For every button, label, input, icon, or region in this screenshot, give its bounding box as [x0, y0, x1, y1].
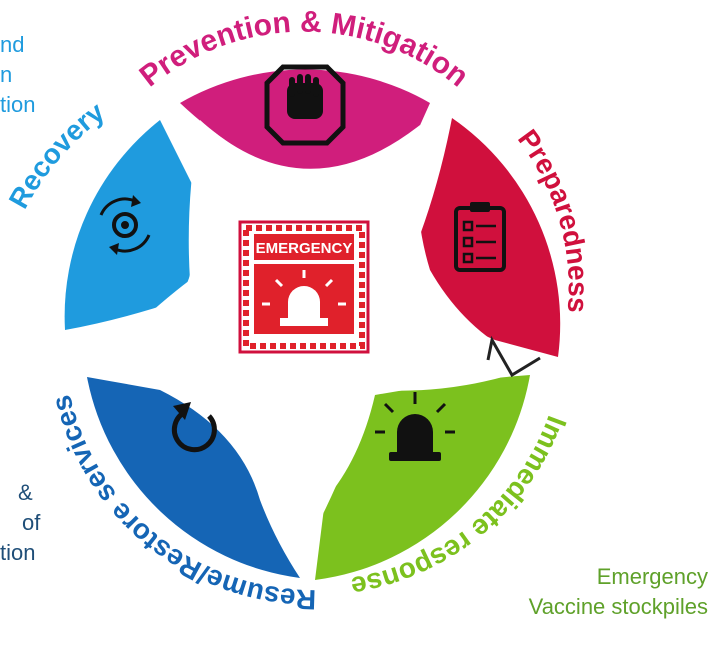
left-lower-line: tion — [0, 540, 36, 565]
left-upper-line: nd — [0, 32, 25, 57]
siren-icon — [375, 392, 455, 461]
connector-mark — [486, 335, 541, 378]
emergency-label: EMERGENCY — [256, 240, 353, 257]
checklist-clipboard-icon — [454, 202, 506, 272]
right-text: Emergency Vaccine stockpiles — [529, 562, 708, 622]
right-line: Vaccine stockpiles — [528, 594, 708, 619]
segment-prevention — [180, 69, 430, 183]
left-upper-text: nd n tion — [0, 30, 35, 120]
segment-preparedness — [420, 118, 561, 357]
gear-cycle-icon — [99, 195, 151, 255]
left-lower-line: & — [18, 480, 33, 505]
segment-resume — [87, 377, 300, 578]
left-lower-text: & of tion — [0, 478, 40, 568]
cycle-ring — [64, 69, 561, 580]
emergency-siren-sign-icon: EMERGENCY — [238, 220, 370, 354]
segment-recovery — [64, 120, 201, 330]
stop-hand-icon — [264, 64, 346, 146]
left-upper-line: n — [0, 62, 13, 87]
left-upper-line: tion — [0, 92, 36, 117]
segment-response — [315, 375, 530, 580]
right-line: Emergency — [596, 564, 708, 589]
left-lower-line: of — [22, 510, 41, 535]
refresh-arrow-icon — [171, 402, 217, 453]
